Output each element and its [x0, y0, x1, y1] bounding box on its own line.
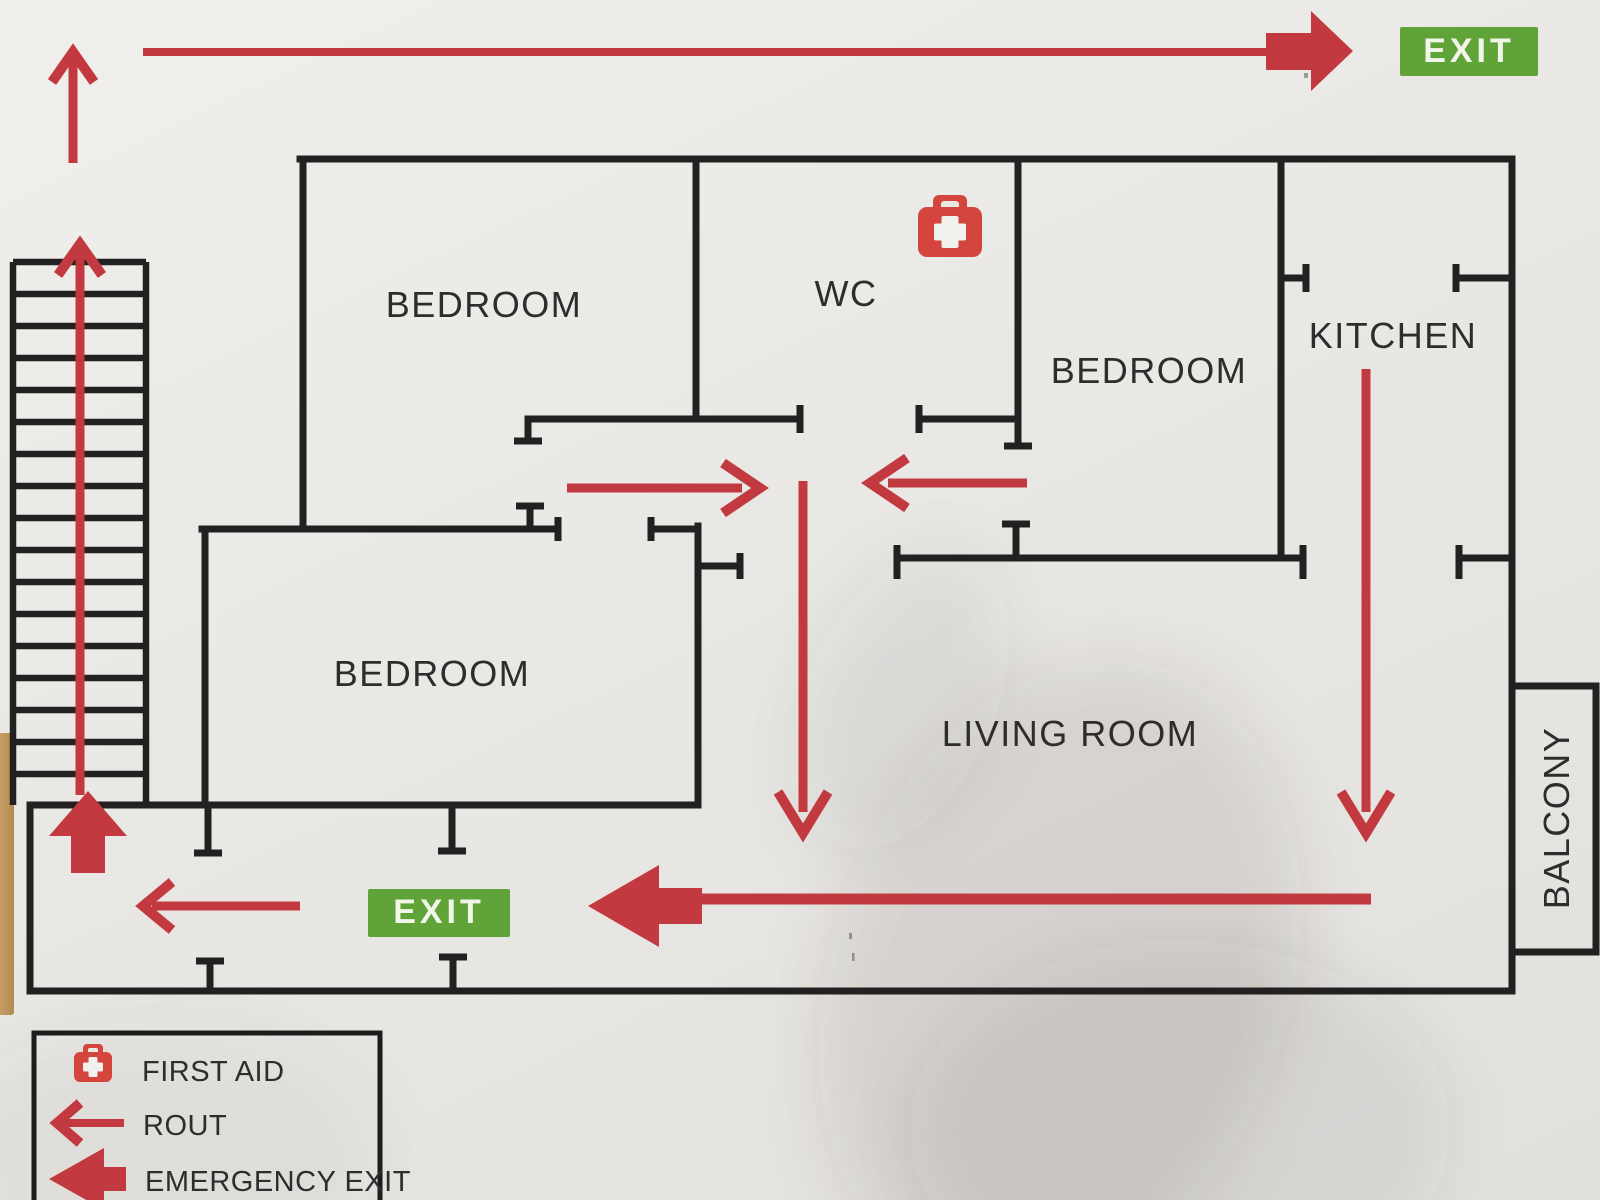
legend-emergency-exit-arrow-icon: [49, 1148, 126, 1200]
jamb-corridor-upper-right: [438, 805, 466, 855]
emergency-exit-arrow-stairs: [49, 791, 127, 873]
evacuation-routes: [47, 11, 1396, 947]
room-label-kitchen: KITCHEN: [1309, 315, 1478, 356]
room-label-living-room: LIVING ROOM: [942, 713, 1199, 754]
jamb-bedroom3-door-left: [516, 502, 544, 529]
corridor-route-arrowhead-down: [773, 789, 833, 843]
hallway-route-arrowhead-right: [720, 458, 769, 518]
door-jambs: [194, 264, 1463, 991]
legend-emergency-exit-label: EMERGENCY EXIT: [145, 1166, 411, 1198]
emergency-exit-arrow-bottom: [588, 865, 702, 947]
jamb-corridor-upper-left: [194, 805, 222, 857]
legend-route-label: ROUT: [143, 1110, 227, 1142]
emergency-exit-arrow-top-right: [1266, 11, 1353, 91]
legend-box: [31, 1030, 383, 1200]
jamb-livingroom-opening: [698, 553, 744, 579]
room-label-balcony: BALCONY: [1536, 727, 1577, 910]
corridor-route-arrowhead-left: [135, 878, 176, 934]
legend: FIRST AID ROUT EMERGENCY EXIT: [31, 1030, 411, 1200]
jamb-bedroom1-door: [514, 419, 542, 445]
walls: [26, 155, 1600, 995]
exit-sign-bottom-left: EXIT: [368, 889, 510, 937]
jamb-corridor-lower-left: [196, 957, 224, 991]
room-label-bedroom-top-left: BEDROOM: [386, 284, 583, 325]
photo-specks: [849, 73, 1308, 961]
photo-shadow: [0, 549, 1450, 1200]
room-labels: BEDROOM WC BEDROOM KITCHEN BEDROOM LIVIN…: [334, 273, 1577, 909]
legend-route-arrow-icon: [49, 1099, 124, 1147]
room-label-wc: WC: [815, 273, 878, 314]
room-label-bedroom-top-right: BEDROOM: [1051, 350, 1248, 391]
jamb-bedroom2-door-bottom: [1002, 520, 1030, 558]
exit-sign-top-right-label: EXIT: [1423, 32, 1515, 70]
bedroom2-route-arrowhead-left: [861, 453, 910, 513]
legend-first-aid-icon: [74, 1044, 112, 1082]
jamb-corridor-lower-right: [439, 953, 467, 991]
room-label-bedroom-bottom-left: BEDROOM: [334, 653, 531, 694]
exit-sign-bottom-left-label: EXIT: [393, 893, 485, 931]
kitchen-route-arrowhead-down: [1336, 789, 1396, 843]
first-aid-icon: [918, 195, 982, 257]
exit-sign-top-right: EXIT: [1400, 27, 1538, 76]
route-arrowhead-top-left: [47, 43, 99, 85]
stairs-route-arrowhead: [53, 235, 107, 278]
legend-first-aid-label: FIRST AID: [142, 1056, 285, 1088]
